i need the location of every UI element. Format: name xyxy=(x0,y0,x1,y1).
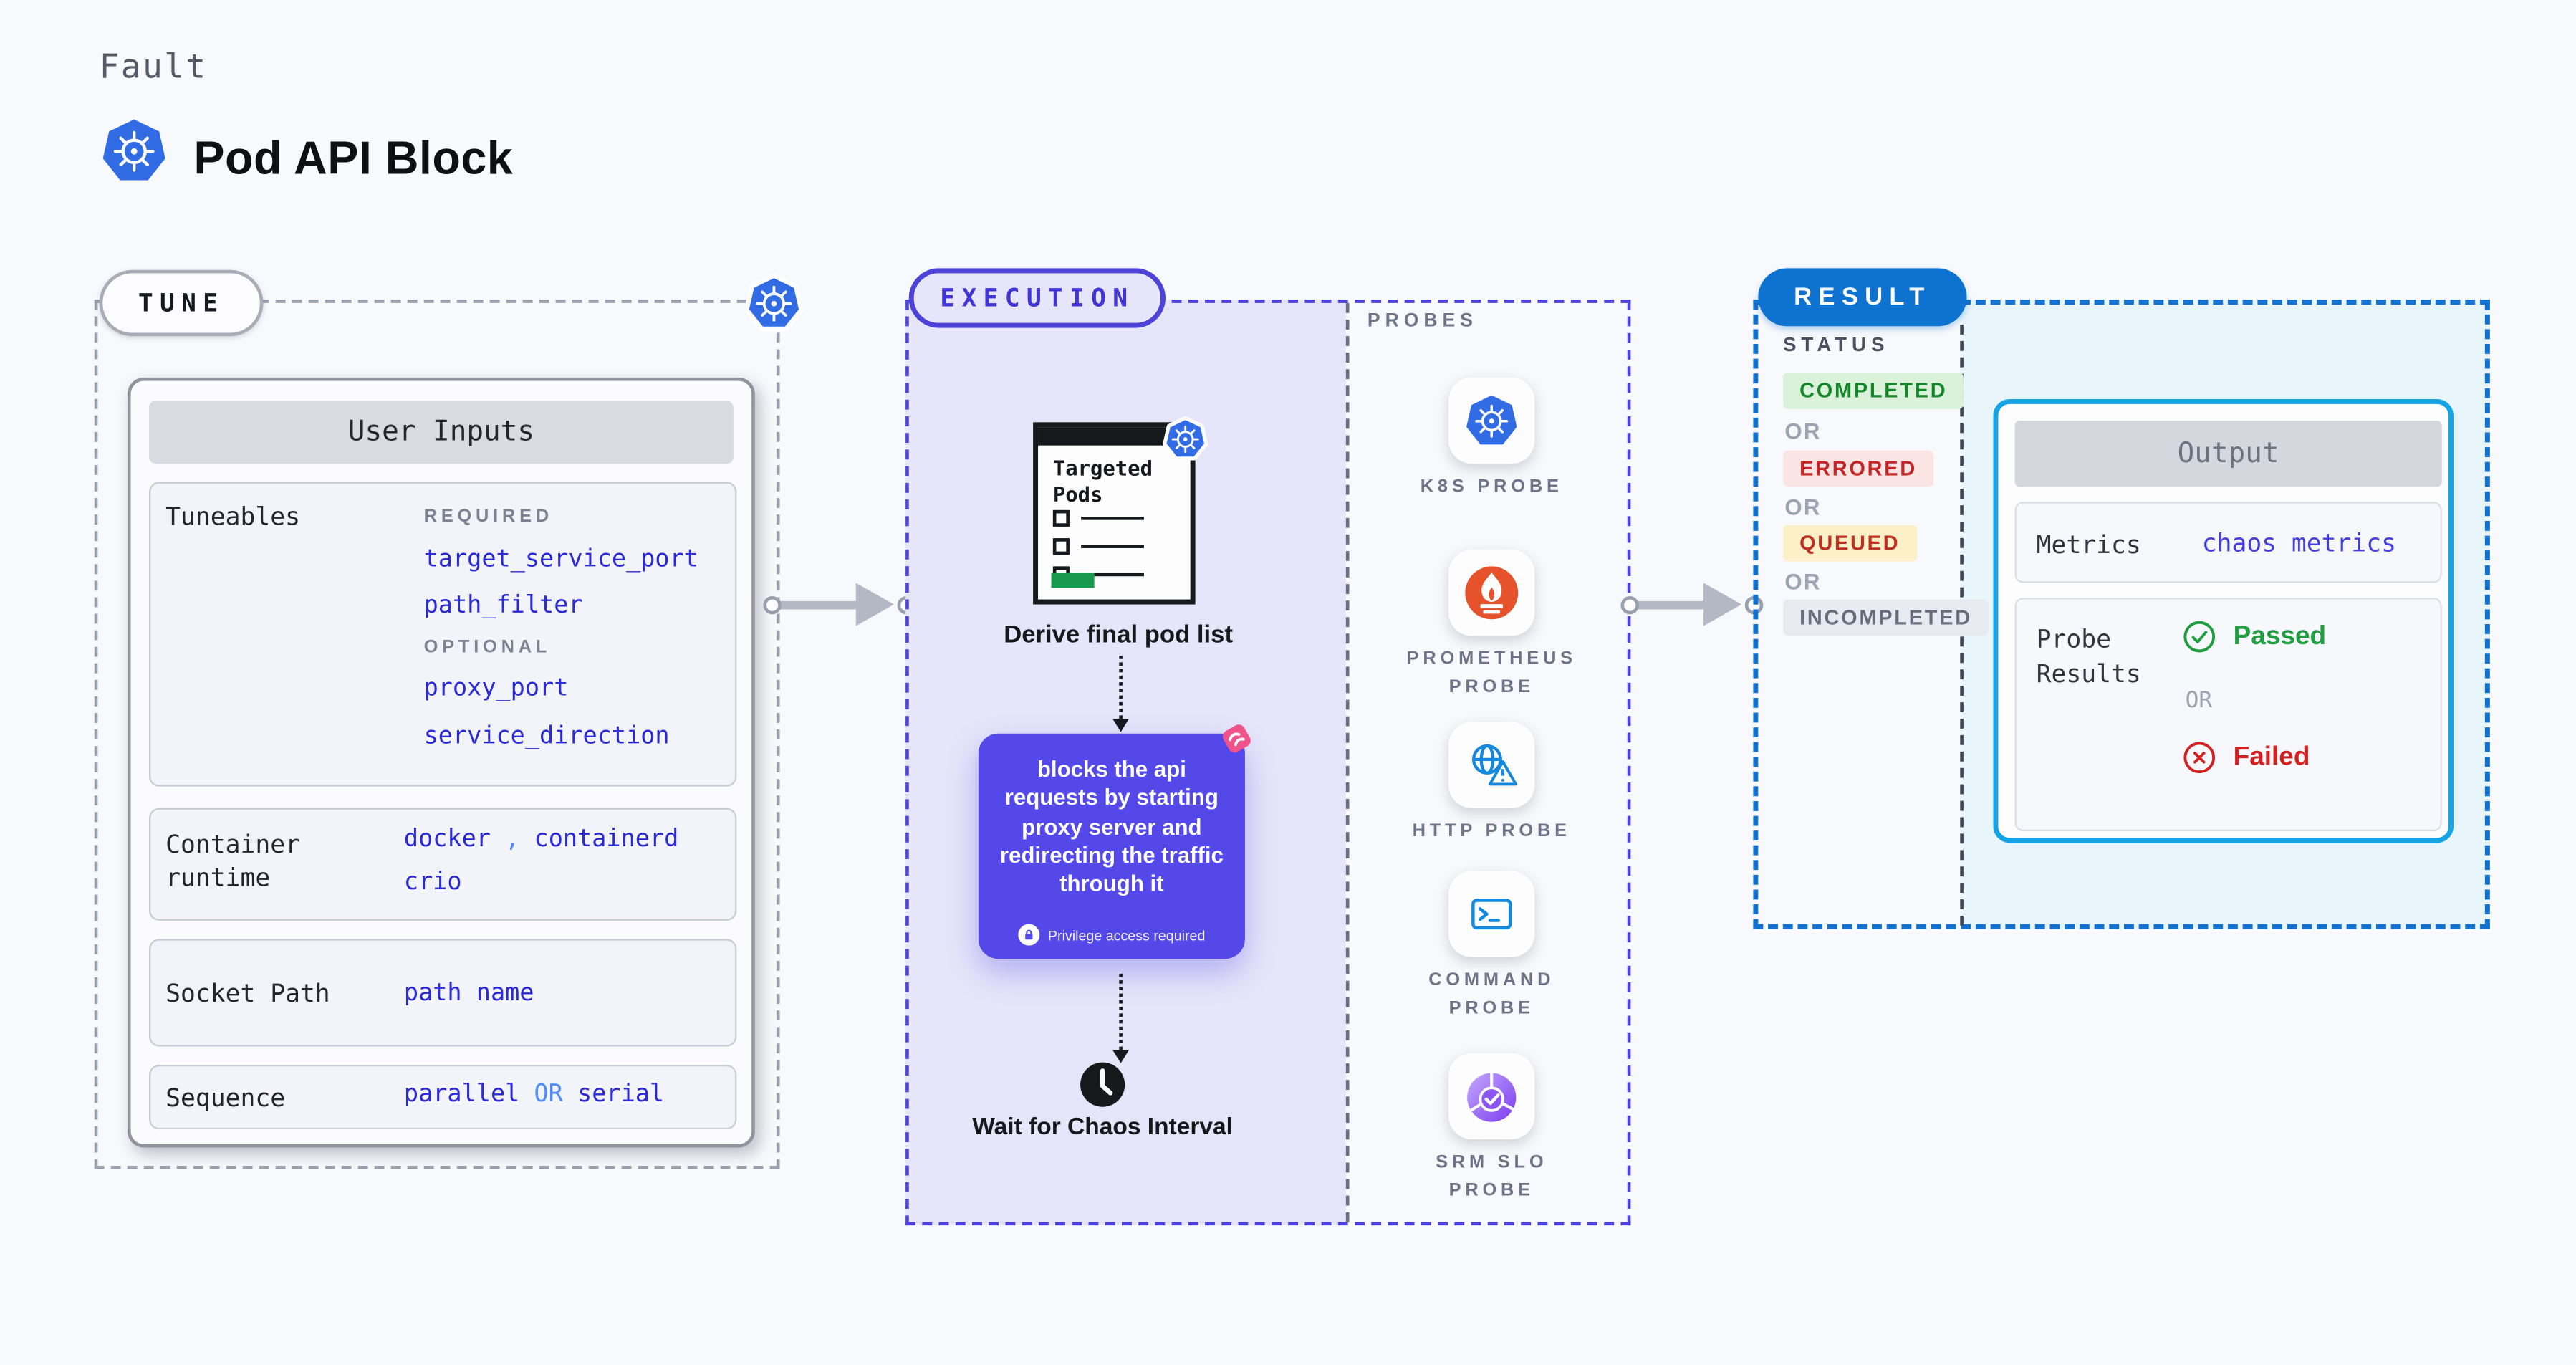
output-card: Output Metrics chaos metrics Probe Resul… xyxy=(1993,398,2454,843)
tuneable-required-1: path_filter xyxy=(423,593,583,620)
fault-kicker: Fault xyxy=(99,46,208,87)
tuneables-label: Tuneables xyxy=(165,502,300,532)
check-circle-icon xyxy=(2182,619,2217,654)
progress-bar xyxy=(1051,573,1095,588)
clock-icon xyxy=(1080,1061,1126,1108)
container-runtime-values: docker , containerd xyxy=(404,826,678,853)
runtime-separator: , xyxy=(505,826,520,853)
metrics-label: Metrics xyxy=(2036,530,2141,560)
probe-label-srm-slo: SRM SLO PROBE xyxy=(1436,1152,1548,1200)
sequence-label: Sequence xyxy=(165,1083,286,1113)
x-circle-icon xyxy=(2182,740,2217,775)
probe-label-k8s: K8S PROBE xyxy=(1420,476,1563,497)
or-separator: OR xyxy=(2185,687,2213,714)
container-runtime-label: Container runtime xyxy=(165,829,300,894)
tuneable-required-0: target_service_port xyxy=(423,546,698,573)
chaos-icon xyxy=(1217,719,1256,758)
runtime-containerd: containerd xyxy=(534,826,679,853)
execution-section-border xyxy=(905,300,1631,1226)
probe-results-label: Probe Results xyxy=(2036,624,2141,689)
probe-card-prometheus xyxy=(1448,550,1535,636)
probes-divider xyxy=(1345,302,1350,1222)
wait-chaos-interval-label: Wait for Chaos Interval xyxy=(972,1114,1234,1141)
probes-to-result-arrow xyxy=(1620,583,1764,626)
result-section-border xyxy=(1753,300,2490,929)
or-separator: OR xyxy=(1784,570,1822,595)
or-separator: OR xyxy=(1784,495,1822,520)
sequence-value: parallel OR serial xyxy=(404,1081,664,1108)
tuneable-optional-0: proxy_port xyxy=(423,675,569,702)
kubernetes-icon xyxy=(100,116,169,186)
container-runtime-row: Container runtime docker , containerd cr… xyxy=(148,808,737,921)
prometheus-icon xyxy=(1464,565,1520,621)
probe-card-command xyxy=(1448,871,1535,957)
sequence-row: Sequence parallel OR serial xyxy=(148,1065,737,1130)
user-inputs-title: User Inputs xyxy=(148,401,734,464)
tuneables-row: Tuneables REQUIRED target_service_port p… xyxy=(148,482,737,787)
kubernetes-icon xyxy=(744,270,805,336)
tuneable-optional-1: service_direction xyxy=(423,723,670,750)
flow-arrow-down xyxy=(1112,973,1130,1063)
passed-label: Passed xyxy=(2233,622,2327,651)
probe-card-k8s xyxy=(1448,377,1535,464)
runtime-docker: docker xyxy=(403,826,491,853)
http-probe-icon xyxy=(1464,737,1520,793)
sequence-parallel: parallel xyxy=(403,1081,520,1108)
fault-action-text: blocks the api requests by starting prox… xyxy=(999,757,1224,896)
sequence-serial: serial xyxy=(577,1081,665,1108)
socket-path-row: Socket Path path name xyxy=(148,939,737,1047)
fault-action-card: blocks the api requests by starting prox… xyxy=(978,724,1251,959)
probe-label-http: HTTP PROBE xyxy=(1412,821,1571,842)
probe-card-http xyxy=(1448,722,1535,808)
output-title: Output xyxy=(2014,421,2442,487)
sequence-or: OR xyxy=(534,1081,563,1108)
tune-section-border xyxy=(94,300,780,1169)
result-badge: RESULT xyxy=(1758,268,1967,327)
srm-slo-icon xyxy=(1462,1066,1522,1126)
kubernetes-icon xyxy=(1464,393,1520,449)
required-label: REQUIRED xyxy=(423,507,554,527)
pod-checkbox xyxy=(1052,509,1070,527)
status-badge-incompleted: INCOMPLETED xyxy=(1783,599,1989,636)
user-inputs-card: User Inputs Tuneables REQUIRED target_se… xyxy=(127,377,755,1148)
execution-badge: EXECUTION xyxy=(908,268,1166,328)
metrics-row: Metrics chaos metrics xyxy=(2014,502,2442,583)
derive-pod-list-label: Derive final pod list xyxy=(1004,621,1234,649)
terminal-icon xyxy=(1465,888,1518,941)
tune-to-execution-arrow xyxy=(763,583,916,626)
status-badge-errored: ERRORED xyxy=(1783,450,1934,487)
status-badge-completed: COMPLETED xyxy=(1783,372,1964,409)
flow-arrow-down xyxy=(1112,656,1130,732)
tune-badge: TUNE xyxy=(99,269,264,337)
socket-path-value: path name xyxy=(403,980,534,1007)
targeted-pods-title: Targeted Pods xyxy=(1052,455,1153,507)
status-title: STATUS xyxy=(1783,332,1890,356)
probe-results-row: Probe Results Passed OR Failed xyxy=(2014,598,2442,832)
kubernetes-icon xyxy=(1162,414,1208,464)
probe-label-command: COMMAND PROBE xyxy=(1428,970,1555,1018)
lock-icon xyxy=(1018,924,1040,946)
optional-label: OPTIONAL xyxy=(423,637,552,658)
probes-title: PROBES xyxy=(1367,311,1478,332)
probe-label-prometheus: PROMETHEUS PROBE xyxy=(1406,648,1577,696)
privilege-note: Privilege access required xyxy=(979,924,1245,946)
page-title: Pod API Block xyxy=(193,132,514,184)
pod-checkbox xyxy=(1052,538,1070,555)
status-badge-queued: QUEUED xyxy=(1783,525,1917,562)
targeted-pods-window: Targeted Pods xyxy=(1033,416,1208,605)
privilege-note-text: Privilege access required xyxy=(1047,926,1206,944)
or-separator: OR xyxy=(1784,418,1822,444)
runtime-crio: crio xyxy=(403,869,462,896)
probe-card-srm-slo xyxy=(1448,1053,1535,1140)
metrics-value: chaos metrics xyxy=(2201,528,2397,558)
failed-label: Failed xyxy=(2233,743,2310,772)
socket-path-label: Socket Path xyxy=(165,978,330,1009)
